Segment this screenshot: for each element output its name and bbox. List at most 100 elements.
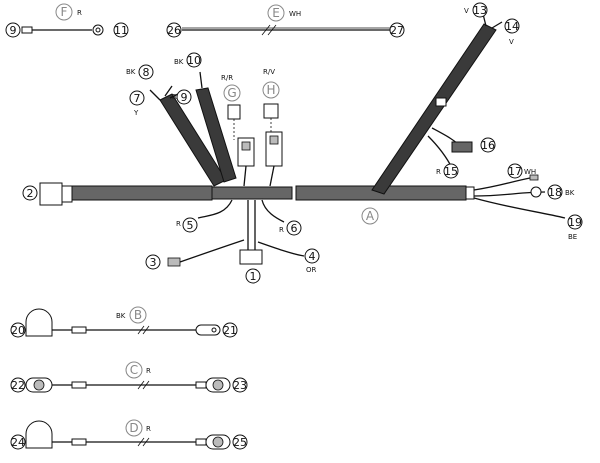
callout-13-label: 13 (473, 4, 487, 17)
wire-code-h: R/V (263, 68, 275, 76)
wire-code-e: WH (289, 10, 301, 18)
wire-code-f: R (77, 9, 82, 17)
letter-c (125, 361, 143, 379)
callout-8 (138, 64, 154, 80)
letter-f (55, 3, 73, 21)
wire-code-g: R/R (221, 74, 233, 82)
callout-20-label: 20 (11, 324, 25, 337)
letter-a (361, 207, 379, 225)
wire-code-19: BE (568, 233, 577, 241)
connector-2 (39, 182, 63, 206)
callout-17 (507, 163, 523, 179)
callout-16 (480, 137, 496, 153)
callout-5-label: 5 (187, 219, 194, 232)
letter-g (223, 84, 241, 102)
wire-code-7: Y (133, 109, 139, 117)
callout-4-label: 4 (309, 250, 316, 263)
wire-code-c: R (146, 367, 151, 375)
callout-19 (567, 214, 583, 230)
cable-c: 22 23 C R (10, 361, 248, 393)
cable-d: 24 25 D R (10, 419, 248, 450)
callout-16-label: 16 (481, 139, 495, 152)
wire-code-18: BK (565, 189, 575, 197)
letter-d-label: D (129, 421, 138, 435)
letter-b-label: B (134, 308, 142, 322)
callout-21 (222, 322, 238, 338)
main-harness: 2 A (22, 174, 566, 225)
callout-27 (389, 22, 405, 38)
letter-d (125, 419, 143, 437)
callout-25-label: 25 (233, 436, 247, 449)
callout-14-label: 14 (505, 20, 519, 33)
callout-26-label: 26 (167, 24, 181, 37)
callout-19-label: 19 (568, 216, 582, 229)
wire-code-9: R (172, 93, 177, 101)
connector-g-group: G R/R (221, 74, 255, 187)
callout-20 (10, 322, 26, 338)
letter-b (129, 306, 147, 324)
cable-b: 20 21 B BK (10, 306, 238, 338)
callout-11 (113, 22, 129, 38)
callout-9 (176, 89, 192, 105)
callout-10 (186, 52, 202, 68)
cable-f: 9 11 F R (5, 3, 129, 38)
callout-2-label: 2 (27, 187, 34, 200)
wire-code-b: BK (116, 312, 126, 320)
wire-code-5: R (176, 220, 181, 228)
callout-21-label: 21 (223, 324, 237, 337)
callout-22 (10, 377, 26, 393)
letter-h-label: H (266, 83, 275, 97)
letter-a-label: A (366, 209, 375, 223)
letter-h (262, 81, 280, 99)
cable-e: 26 27 E WH (166, 4, 405, 38)
branch-right-diagonal: 13 V 14 V 16 15 R (371, 2, 520, 195)
callout-1-label: 1 (250, 270, 257, 283)
wire-code-15: R (436, 168, 441, 176)
wire-code-4: OR (306, 266, 317, 274)
callout-9-top-label: 9 (10, 24, 17, 37)
callout-11-label: 11 (114, 24, 128, 37)
callout-1 (245, 268, 261, 284)
callout-6-label: 6 (291, 222, 298, 235)
letter-f-label: F (61, 5, 68, 19)
callout-18 (547, 184, 563, 200)
wire-code-8: BK (126, 68, 136, 76)
callout-23-label: 23 (233, 379, 247, 392)
connector-h-group: H R/V (262, 68, 283, 187)
callout-4 (304, 248, 320, 264)
letter-e (267, 4, 285, 22)
letter-e-label: E (272, 6, 280, 20)
callout-9-top (5, 22, 21, 38)
callout-10-label: 10 (187, 54, 201, 67)
wire-code-17: WH (524, 168, 536, 176)
callout-13 (472, 2, 488, 18)
callout-25 (232, 434, 248, 450)
lower-branches: 1 3 4 OR 5 R 6 R (145, 199, 320, 284)
callout-3 (145, 254, 161, 270)
callout-14 (504, 18, 520, 34)
wire-code-10: BK (174, 58, 184, 66)
right-end-branches: 17 WH 18 BK 19 BE (507, 163, 583, 241)
callout-26 (166, 22, 182, 38)
wire-code-14: V (509, 38, 514, 46)
callout-27-label: 27 (390, 24, 404, 37)
callout-5 (182, 217, 198, 233)
branch-left-diagonals: 8 BK 7 Y 9 R 10 BK (126, 52, 237, 187)
connector-1 (239, 249, 263, 265)
callout-7-label: 7 (134, 92, 141, 105)
callout-6 (286, 220, 302, 236)
callout-24-label: 24 (11, 436, 25, 449)
callout-7 (129, 90, 145, 106)
callout-18-label: 18 (548, 186, 562, 199)
letter-c-label: C (130, 363, 138, 377)
callout-3-label: 3 (150, 256, 157, 269)
wire-code-13: V (464, 7, 469, 15)
callout-2 (22, 185, 38, 201)
letter-g-label: G (227, 86, 236, 100)
callout-23 (232, 377, 248, 393)
callout-8-label: 8 (143, 66, 150, 79)
callout-15 (443, 163, 459, 179)
callout-15-label: 15 (444, 165, 458, 178)
callout-24 (10, 434, 26, 450)
